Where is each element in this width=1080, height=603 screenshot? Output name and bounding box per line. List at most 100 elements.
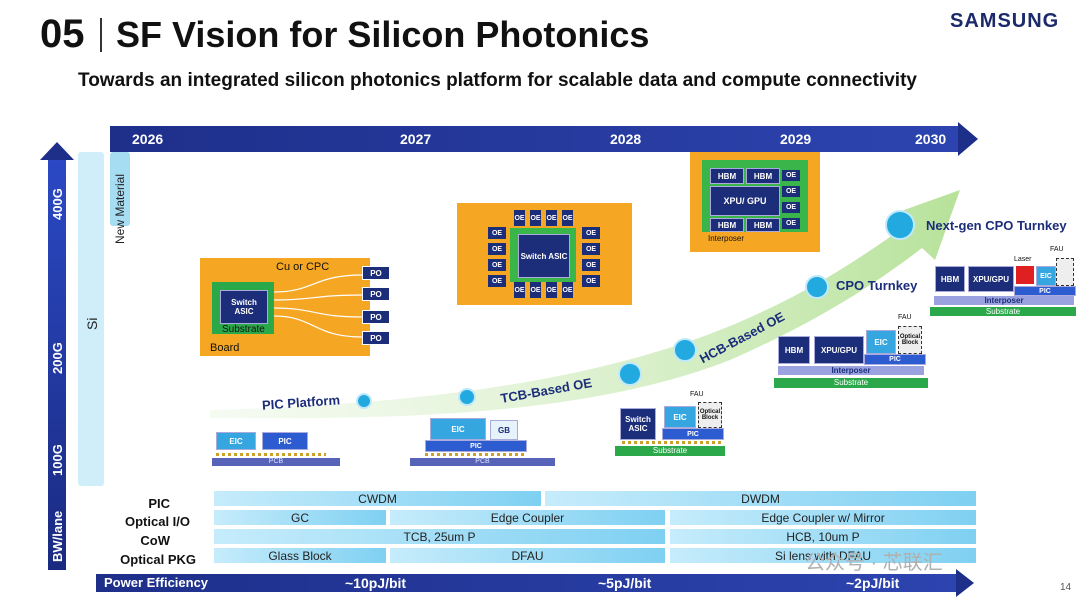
xpu-gpu-chip: XPU/ GPU (710, 186, 780, 216)
oe-block: OE (562, 210, 573, 226)
stage-dot (673, 338, 697, 362)
row-label-cow: CoW (140, 533, 170, 548)
interposer-label: Interposer (708, 234, 745, 243)
power-efficiency-label: Power Efficiency (104, 575, 209, 590)
new-material-label: New Material (113, 173, 127, 244)
roadmap-cell: DFAU (390, 548, 665, 563)
cu-traces (274, 274, 363, 338)
roadmap-cell: Edge Coupler w/ Mirror (670, 510, 976, 525)
row-label-pic: PIC (148, 496, 170, 511)
efficiency-value: ~10pJ/bit (345, 575, 407, 591)
po-block: PO (362, 287, 390, 301)
stage-dot (885, 210, 915, 240)
roadmap-cell: TCB, 25um P (214, 529, 665, 544)
efficiency-value: ~2pJ/bit (846, 575, 900, 591)
eic-chip: EIC (430, 418, 486, 440)
xpu-gpu-chip: XPU/GPU (814, 336, 864, 364)
oe-block: OE (514, 282, 525, 298)
stage-dot (458, 388, 476, 406)
slide-number: 05 (40, 12, 85, 56)
switch-asic-chip: Switch ASIC (518, 234, 570, 278)
eic-chip: EIC (866, 330, 896, 354)
page-number: 14 (1060, 582, 1072, 593)
xpu-gpu-chip: XPU/GPU (968, 266, 1014, 292)
si-material-bar (78, 152, 104, 486)
oe-block: OE (546, 282, 557, 298)
interposer-layer: Interposer (934, 296, 1074, 305)
year-label: 2028 (610, 131, 642, 147)
bandwidth-axis-bar (48, 158, 66, 570)
oe-block: OE (488, 275, 506, 287)
roadmap-cell: Glass Block (214, 548, 386, 563)
efficiency-value: ~5pJ/bit (598, 575, 652, 591)
po-block: PO (362, 310, 390, 324)
stage-next-gen-cpo: Next-gen CPO Turnkey (926, 218, 1067, 233)
cu-cpc-label: Cu or CPC (276, 261, 330, 273)
solder-bumps (216, 453, 326, 456)
oe-block: OE (514, 210, 525, 226)
switch-asic-chip: Switch ASIC (620, 408, 656, 440)
bw-level-200g: 200G (50, 342, 65, 374)
bandwidth-arrowhead (40, 142, 74, 160)
switch-asic-chip: Switch ASIC (220, 290, 268, 324)
substrate-layer: Substrate (930, 307, 1076, 316)
substrate-layer: Substrate (774, 378, 928, 388)
year-label: 2027 (400, 131, 432, 147)
pic-chip: PIC (262, 432, 308, 450)
roadmap-cell: HCB, 10um P (670, 529, 976, 544)
stage-dot (618, 362, 642, 386)
oe-block: OE (582, 243, 600, 255)
substrate-layer: Substrate (615, 446, 725, 456)
bw-axis-label: BW/lane (50, 510, 65, 562)
oe-block: OE (782, 170, 800, 181)
solder-bumps (622, 441, 722, 444)
pic-layer: PIC (425, 440, 527, 452)
roadmap-cell: GC (214, 510, 386, 525)
hbm-chip: HBM (778, 336, 810, 364)
po-block: PO (362, 331, 390, 345)
roadmap-cell: DWDM (545, 491, 976, 506)
oe-block: OE (582, 259, 600, 271)
row-label-optical-io: Optical I/O (124, 514, 190, 529)
pic-layer: PIC (662, 428, 724, 440)
hbm-chip: HBM (710, 168, 744, 184)
oe-block: OE (488, 227, 506, 239)
watermark: 公众号 · 芯联汇 (805, 552, 943, 574)
new-material-bar (110, 152, 130, 226)
power-efficiency-arrowhead (956, 569, 974, 597)
progress-swoosh (210, 190, 960, 419)
hbm-chip: HBM (935, 266, 965, 292)
pic-layer: PIC (1014, 286, 1076, 296)
oe-block: OE (488, 243, 506, 255)
glass-block: GB (490, 420, 518, 440)
oe-block: OE (782, 218, 800, 229)
fau-label: FAU (898, 314, 912, 321)
year-label: 2029 (780, 131, 812, 147)
oe-block: OE (582, 227, 600, 239)
timeline-arrowhead (958, 122, 978, 156)
year-label: 2030 (915, 131, 947, 147)
roadmap-cell: CWDM (214, 491, 541, 506)
roadmap-cell: Si lens with DFAU (670, 548, 976, 563)
power-efficiency-bar (96, 574, 958, 592)
substrate-label: Substrate (222, 324, 265, 335)
samsung-logo: SAMSUNG (950, 10, 1060, 32)
title-separator (100, 18, 102, 52)
po-block: PO (362, 266, 390, 280)
oe-block: OE (530, 210, 541, 226)
pcb-layer: PCB (410, 458, 555, 466)
si-label: Si (84, 317, 100, 330)
page-subtitle: Towards an integrated silicon photonics … (78, 70, 917, 91)
oe-block: OE (782, 202, 800, 213)
laser-chip (1016, 266, 1034, 284)
roadmap-cell: Edge Coupler (390, 510, 665, 525)
hbm-chip: HBM (710, 218, 744, 232)
interposer-layer: Interposer (778, 366, 924, 375)
pcb-layer: PCB (212, 458, 340, 466)
laser-label: Laser (1014, 256, 1032, 263)
page-title: SF Vision for Silicon Photonics (116, 14, 650, 55)
stage-dot (356, 393, 372, 409)
optical-block: Optical Block (898, 326, 922, 354)
eic-chip: EIC (1036, 266, 1056, 286)
stage-cpo-turnkey: CPO Turnkey (836, 278, 918, 293)
